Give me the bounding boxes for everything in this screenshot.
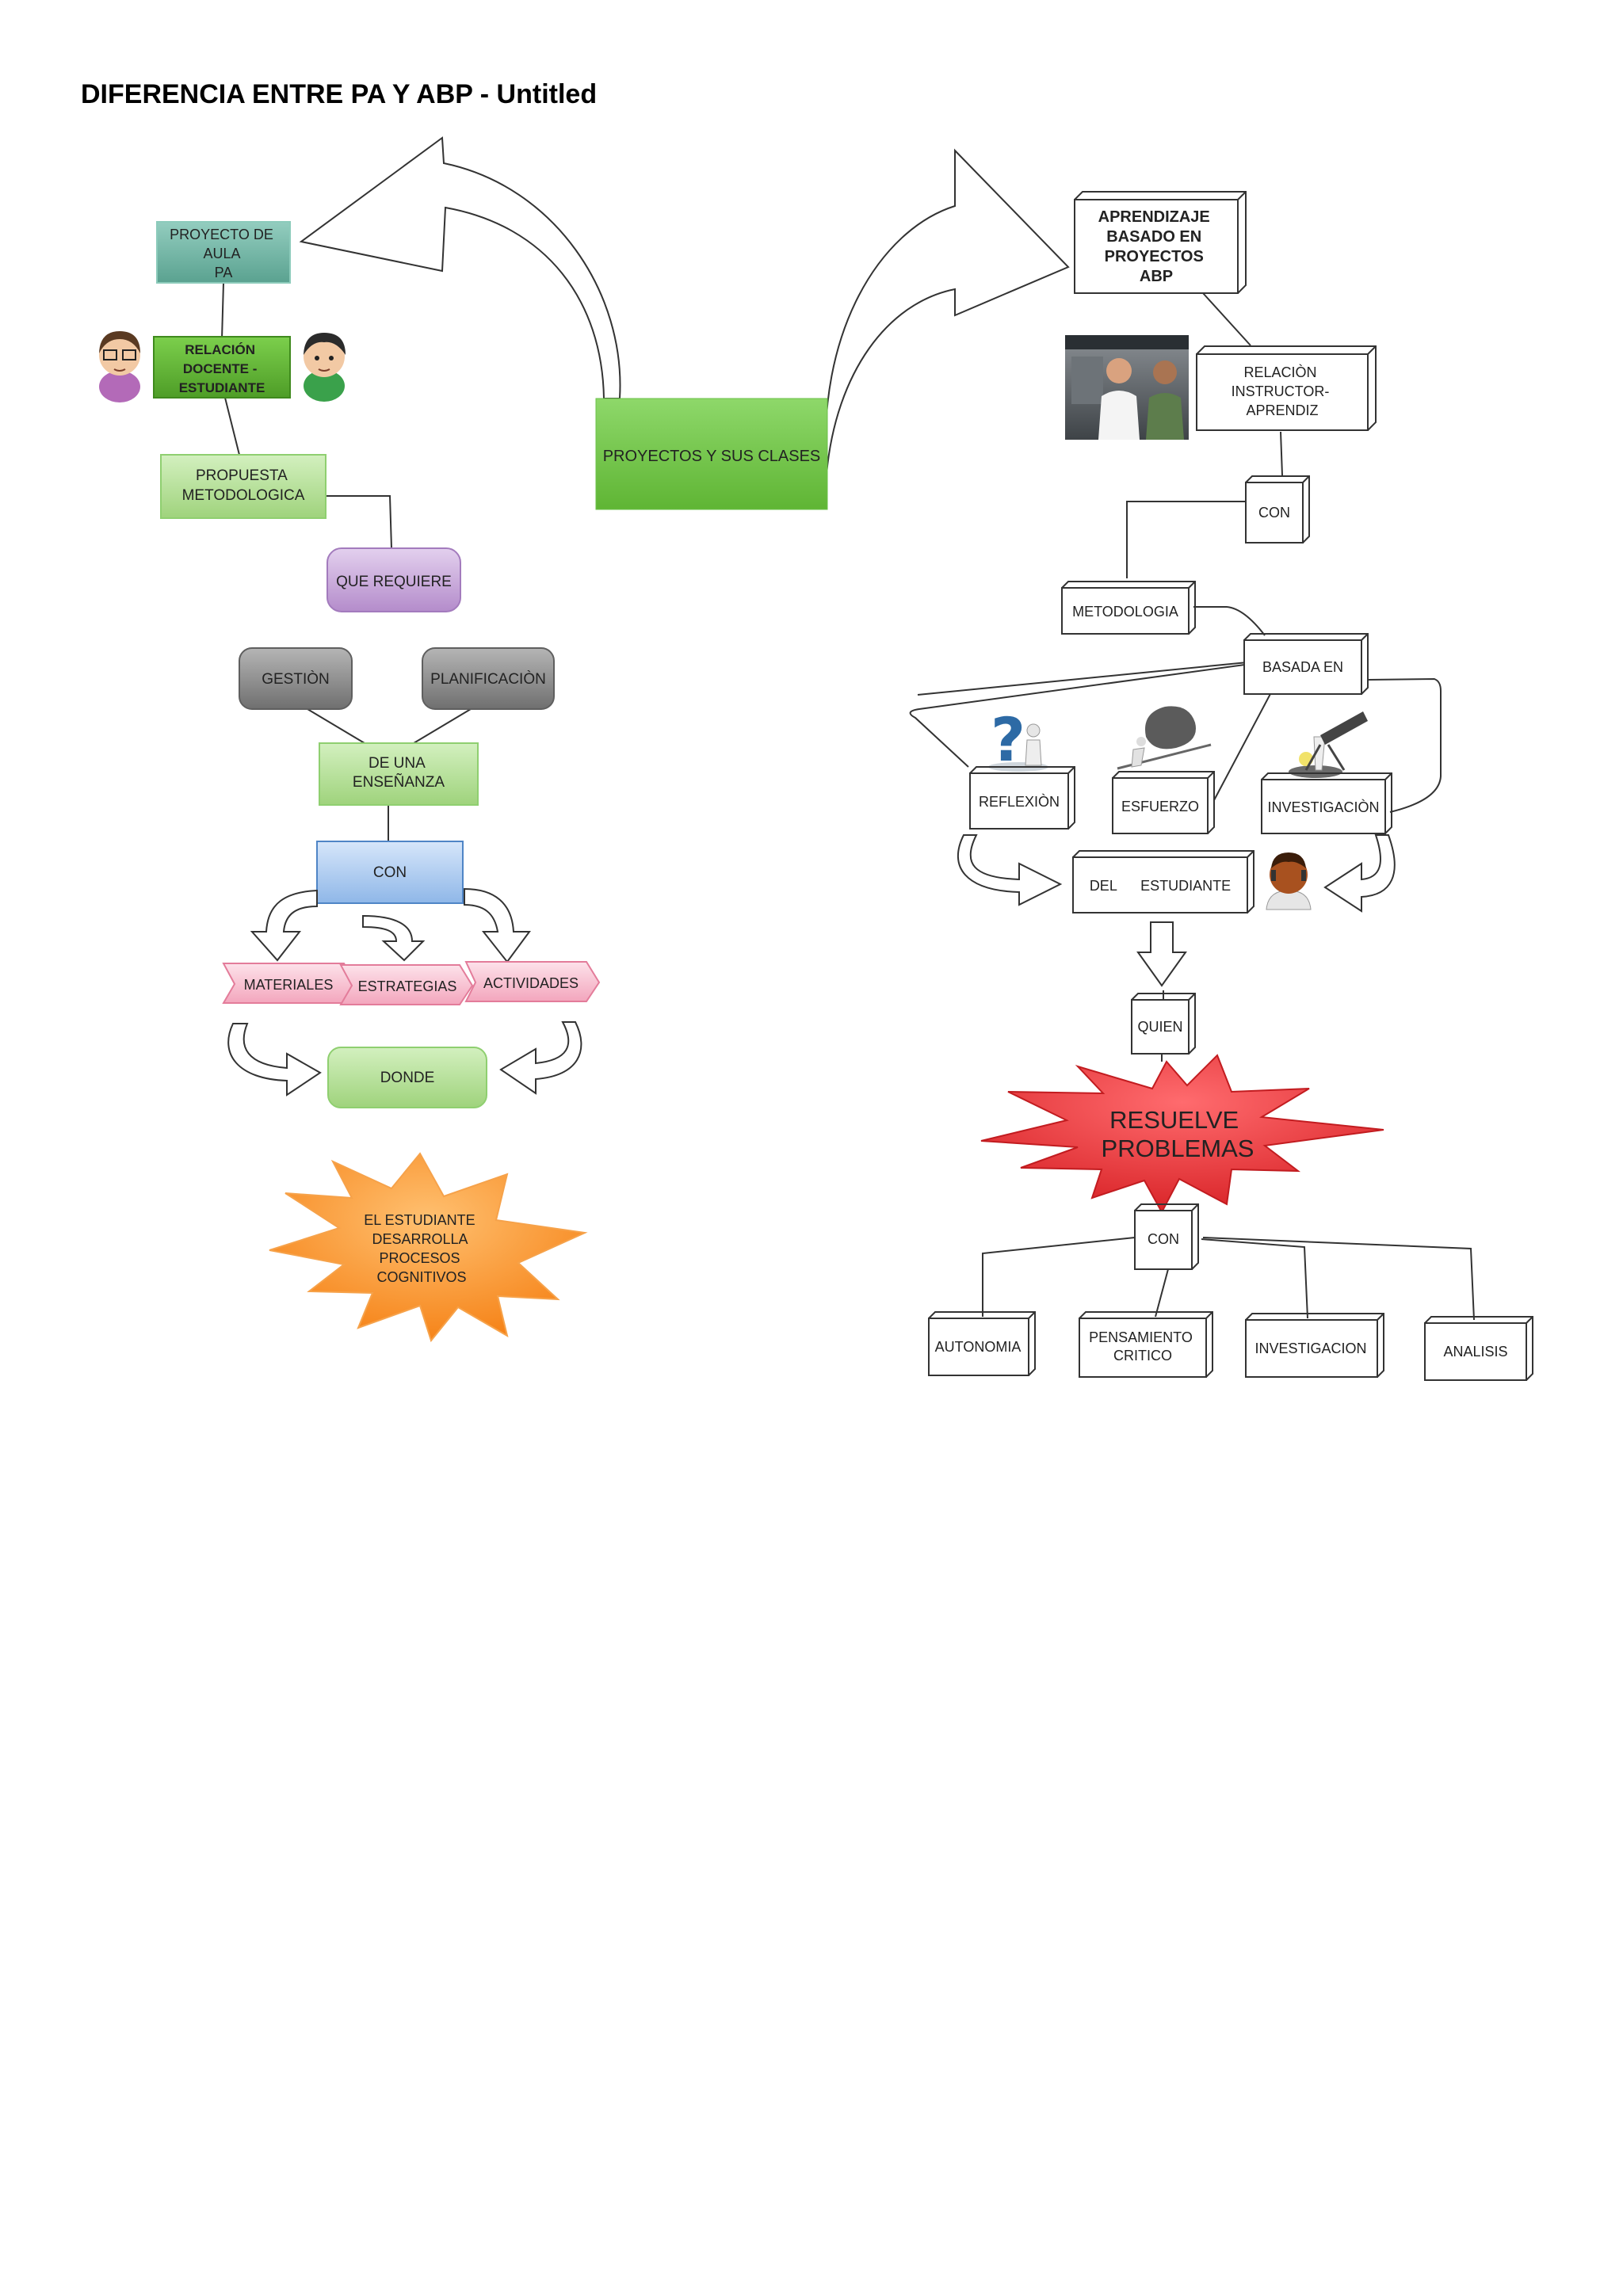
big-curved-arrow-left bbox=[299, 136, 621, 399]
node-que-requiere-label: QUE REQUIERE bbox=[336, 574, 452, 590]
node-que-requiere bbox=[327, 547, 461, 612]
page-title: DIFERENCIA ENTRE PA Y ABP - Untitled bbox=[81, 79, 598, 109]
small-curved-arrows-con bbox=[250, 887, 531, 963]
node-pensamiento-label: PENSAMIENTO CRITICO bbox=[1089, 1329, 1197, 1363]
connector-lines bbox=[221, 282, 1475, 1321]
node-basada-en bbox=[1243, 633, 1369, 695]
curved-arrows-del-estudiante bbox=[957, 834, 1396, 913]
node-esfuerzo bbox=[1112, 771, 1215, 834]
node-quien bbox=[1131, 993, 1196, 1055]
node-investigacion-2-label: INVESTIGACION bbox=[1254, 1341, 1366, 1356]
node-proyecto-de-aula-label: PROYECTO DE AULA PA bbox=[170, 227, 277, 280]
node-abp-label: APRENDIZAJE BASADO EN PROYECTOS ABP bbox=[1098, 208, 1215, 285]
node-con-right-2-label: CON bbox=[1148, 1231, 1179, 1247]
burst-resuelve-problemas bbox=[980, 1054, 1384, 1215]
node-proyecto-de-aula bbox=[156, 221, 291, 284]
chevron-estrategias bbox=[339, 964, 474, 1005]
node-abp bbox=[1074, 191, 1247, 294]
node-metodologia-label: METODOLOGIA bbox=[1072, 604, 1178, 620]
node-analisis-label: ANALISIS bbox=[1443, 1344, 1507, 1360]
student-head-icon bbox=[1266, 852, 1312, 910]
node-con-left bbox=[316, 841, 464, 904]
node-pensamiento-critico bbox=[1079, 1311, 1213, 1378]
node-de-una-ensenanza bbox=[319, 742, 479, 806]
node-con-right-2 bbox=[1134, 1203, 1199, 1270]
node-del-estudiante bbox=[1072, 850, 1254, 913]
burst-resuelve-label: RESUELVE PROBLEMAS bbox=[1102, 1106, 1254, 1162]
burst-el-estudiante-label: EL ESTUDIANTE DESARROLLA PROCESOS COGNIT… bbox=[364, 1212, 479, 1285]
node-donde bbox=[327, 1047, 487, 1108]
chevron-materiales-label: MATERIALES bbox=[244, 977, 334, 993]
node-gestion bbox=[239, 647, 353, 710]
node-propuesta-label: PROPUESTA METODOLOGICA bbox=[182, 467, 305, 504]
small-curved-arrows-donde bbox=[227, 1021, 582, 1097]
node-del-estudiante-label: DEL ESTUDIANTE bbox=[1090, 878, 1231, 894]
node-reflexion-label: REFLEXIÒN bbox=[979, 793, 1060, 810]
down-arrow-quien bbox=[1136, 921, 1187, 987]
node-investigacion-2 bbox=[1245, 1313, 1384, 1378]
node-planificacion bbox=[422, 647, 555, 710]
node-con-right-1 bbox=[1245, 475, 1310, 543]
node-basada-en-label: BASADA EN bbox=[1262, 659, 1343, 675]
node-planificacion-label: PLANIFICACIÒN bbox=[430, 670, 546, 688]
node-reflexion bbox=[969, 766, 1075, 830]
node-investigacion-label: INVESTIGACIÒN bbox=[1267, 799, 1379, 815]
node-donde-label: DONDE bbox=[380, 1070, 435, 1086]
question-mark-icon: ? bbox=[988, 704, 1048, 775]
chevron-actividades-label: ACTIVIDADES bbox=[483, 975, 579, 991]
chevron-estrategias-label: ESTRATEGIAS bbox=[358, 978, 457, 994]
big-curved-arrow-right bbox=[824, 148, 1070, 475]
node-gestion-label: GESTIÒN bbox=[262, 670, 330, 688]
node-relacion-docente-estudiante bbox=[153, 336, 291, 399]
node-investigacion bbox=[1261, 772, 1392, 834]
node-autonomia bbox=[928, 1311, 1036, 1376]
node-ensenanza-label: DE UNA ENSEÑANZA bbox=[353, 755, 445, 791]
center-node-label: PROYECTOS Y SUS CLASES bbox=[603, 448, 821, 465]
node-relacion-instructor bbox=[1196, 345, 1377, 431]
svg-text:?: ? bbox=[991, 704, 1025, 775]
node-quien-label: QUIEN bbox=[1137, 1019, 1182, 1035]
node-esfuerzo-label: ESFUERZO bbox=[1121, 799, 1199, 814]
node-autonomia-label: AUTONOMIA bbox=[935, 1339, 1022, 1355]
student-avatar-icon bbox=[304, 333, 346, 402]
telescope-investigation-icon bbox=[1289, 711, 1368, 778]
boulder-effort-icon bbox=[1117, 706, 1212, 770]
node-relacion-instructor-label: RELACIÒN INSTRUCTOR- APRENDIZ bbox=[1232, 364, 1334, 418]
node-con-right-1-label: CON bbox=[1258, 505, 1290, 521]
teacher-avatar-icon bbox=[99, 331, 140, 402]
node-relacion-docente-label: RELACIÓN DOCENTE - ESTUDIANTE bbox=[179, 342, 265, 395]
node-metodologia bbox=[1061, 581, 1196, 635]
node-propuesta-metodologica bbox=[160, 454, 327, 519]
chevron-actividades bbox=[464, 961, 601, 1002]
center-node-proyectos bbox=[595, 398, 828, 510]
node-analisis bbox=[1424, 1316, 1533, 1381]
photo-instructor-aprendiz bbox=[1065, 335, 1189, 440]
burst-el-estudiante bbox=[269, 1152, 588, 1343]
node-con-left-label: CON bbox=[373, 864, 407, 881]
